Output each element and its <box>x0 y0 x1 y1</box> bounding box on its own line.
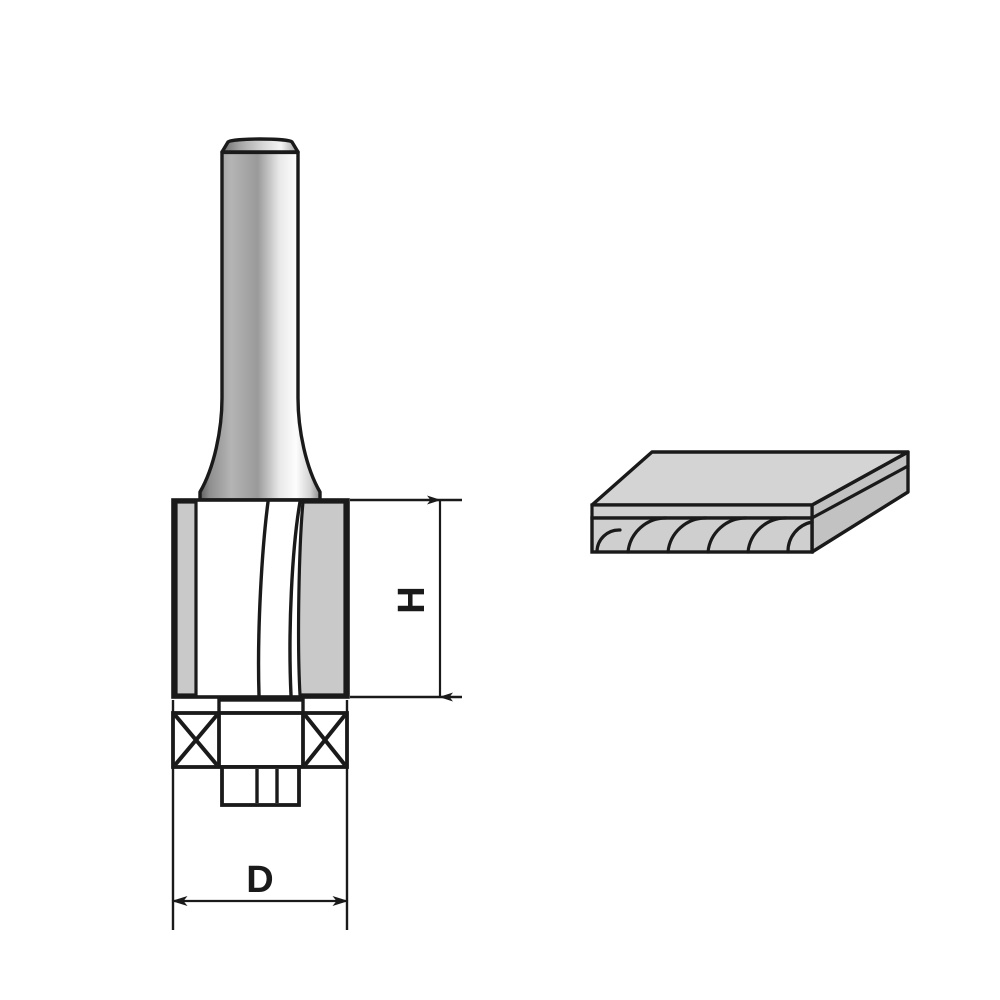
bearing-outer-race <box>171 711 349 769</box>
dimension-label-h: H <box>391 586 433 613</box>
bearing-ball-symbol-right <box>303 713 347 767</box>
screw-head <box>220 765 301 807</box>
cutter-body <box>171 498 350 699</box>
panel-veneer-band <box>590 503 814 520</box>
cutter-body-outline <box>171 498 350 699</box>
bearing-ball-symbol-left <box>173 713 219 767</box>
dimension-label-d: D <box>246 859 273 901</box>
panel-veneer-band-side <box>811 464 909 520</box>
router-bit-assembly <box>171 137 350 807</box>
panel-scallop-marks <box>595 516 814 554</box>
trimmed-wood-panel <box>590 450 910 554</box>
dimension-height: H <box>350 495 462 702</box>
dimension-diameter: D <box>171 700 349 930</box>
retaining-screw <box>220 765 301 807</box>
washer-plate <box>217 698 305 715</box>
flute-line-right <box>288 500 302 697</box>
panel-front-face <box>590 516 814 554</box>
flute-line-left <box>256 500 270 697</box>
carbide-edge-left <box>174 500 198 697</box>
carbide-edge-right <box>296 500 347 697</box>
guide-bearing <box>171 711 349 769</box>
shank-chamfer <box>220 137 300 154</box>
bearing-washer <box>217 698 305 715</box>
